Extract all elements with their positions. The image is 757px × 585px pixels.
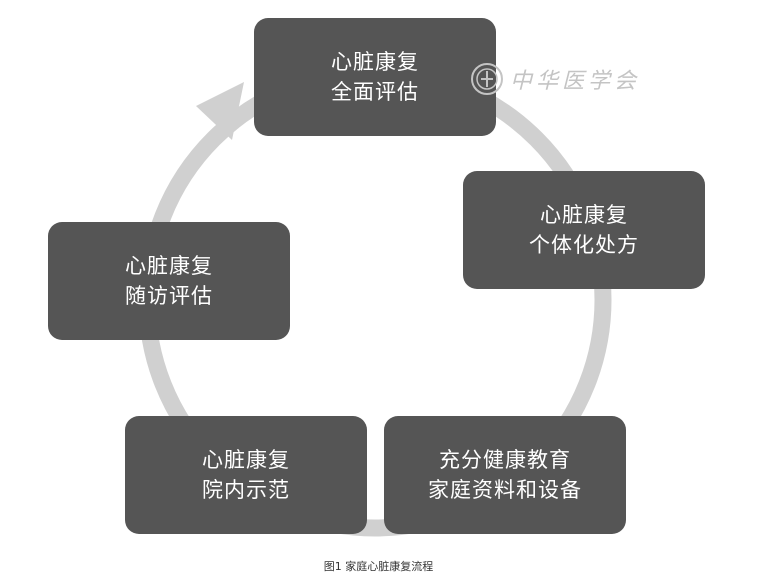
node-individual-prescription-line2: 个体化处方: [529, 233, 639, 257]
cycle-arrowhead: [196, 82, 244, 140]
node-inhospital-demo-line1: 心脏康复: [202, 448, 290, 472]
node-health-education: 充分健康教育 家庭资料和设备: [384, 416, 626, 534]
node-full-assessment-line1: 心脏康复: [331, 50, 419, 74]
watermark-text: 中华医学会: [510, 69, 641, 94]
watermark: 中华医学会: [470, 62, 640, 96]
node-inhospital-demo: 心脏康复 院内示范: [125, 416, 367, 534]
node-health-education-line1: 充分健康教育: [439, 448, 571, 472]
figure-caption: 图1 家庭心脏康复流程: [323, 560, 434, 573]
node-health-education-line2: 家庭资料和设备: [428, 478, 582, 502]
node-followup-assessment-line2: 随访评估: [125, 284, 213, 308]
node-individual-prescription-line1: 心脏康复: [540, 203, 628, 227]
node-followup-assessment-line1: 心脏康复: [125, 254, 213, 278]
node-inhospital-demo-line2: 院内示范: [202, 478, 290, 502]
node-full-assessment-line2: 全面评估: [331, 80, 419, 104]
node-individual-prescription: 心脏康复 个体化处方: [463, 171, 705, 289]
node-followup-assessment: 心脏康复 随访评估: [48, 222, 290, 340]
seal-icon: [471, 63, 503, 95]
node-full-assessment: 心脏康复 全面评估: [254, 18, 496, 136]
